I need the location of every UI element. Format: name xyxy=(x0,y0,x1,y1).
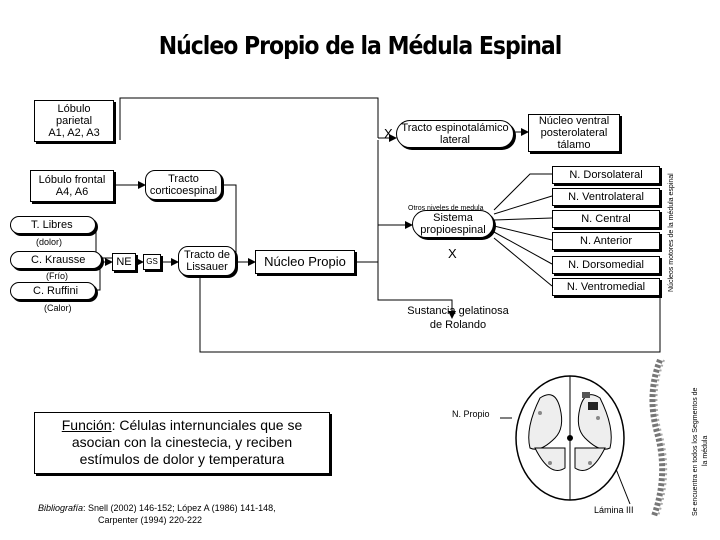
x-mark-center: X xyxy=(448,246,457,261)
lobulo-frontal-line1: Lóbulo frontal xyxy=(38,174,106,186)
tracto-corticoespinal-box: Tracto corticoespinal xyxy=(145,170,222,200)
tracto-espinotalamico-line2: lateral xyxy=(440,134,470,146)
sistema-propioespinal-line2: propioespinal xyxy=(420,224,486,236)
tracto-espinotalamico-box: Tracto espinotalámico lateral xyxy=(396,120,514,148)
right-vertical-label: Núcleos motores de la médula espinal xyxy=(668,173,675,292)
lamina-label: Lámina III xyxy=(594,505,634,515)
c-krausse-box: C. Krausse xyxy=(10,251,102,269)
side-note-line1: Se encuentra en todos los Segmentos de xyxy=(692,387,699,516)
c-krausse-label: C. Krausse xyxy=(31,254,86,266)
side-note-line2: la médula xyxy=(702,435,709,466)
spinal-cord-section-figure xyxy=(515,375,625,501)
nucleus-label-3: N. Central xyxy=(581,213,631,225)
tracto-espinotalamico-line1: Tracto espinotalámico xyxy=(401,122,509,134)
c-ruffini-label: C. Ruffini xyxy=(33,285,79,297)
nucleus-label-1: N. Dorsolateral xyxy=(569,169,643,181)
nucleus-box-2: N. Ventrolateral xyxy=(552,188,660,206)
sustancia-gelatinosa-line2: de Rolando xyxy=(429,319,487,331)
nucleo-ventral-line1: Núcleo ventral xyxy=(538,115,610,127)
gs-box: GS xyxy=(143,254,161,270)
funcion-label: Función xyxy=(61,417,112,433)
tracto-lissauer-box: Tracto de Lissauer xyxy=(178,246,236,276)
sistema-propioespinal-line1: Sistema xyxy=(433,212,473,224)
nucleus-label-6: N. Ventromedial xyxy=(566,281,646,293)
bibliografia-line2: Carpenter (1994) 220-222 xyxy=(98,515,203,525)
nucleus-label-5: N. Dorsomedial xyxy=(568,259,644,271)
t-libres-box: T. Libres xyxy=(10,216,96,234)
nucleo-propio-label: Núcleo Propio xyxy=(264,254,346,269)
bibliografia-label: Bibliografía xyxy=(38,503,84,513)
otros-niveles-label: Otros niveles de medula xyxy=(408,205,484,212)
t-libres-label: T. Libres xyxy=(31,219,73,231)
nucleo-ventral-line3: tálamo xyxy=(557,139,591,151)
lobulo-parietal-box: Lóbulo parietal A1, A2, A3 xyxy=(34,100,114,142)
nucleus-box-5: N. Dorsomedial xyxy=(552,256,660,274)
sistema-propioespinal-box: Sistema propioespinal xyxy=(412,210,494,238)
nucleus-box-3: N. Central xyxy=(552,210,660,228)
bibliografia: Bibliografía: Snell (2002) 146-152; Lópe… xyxy=(38,502,276,526)
nucleus-box-4: N. Anterior xyxy=(552,232,660,250)
lobulo-parietal-line2: parietal xyxy=(55,115,93,127)
spinal-column-figure xyxy=(649,358,668,517)
lobulo-frontal-line2: A4, A6 xyxy=(55,186,89,198)
bibliografia-line1: : Snell (2002) 146-152; López A (1986) 1… xyxy=(83,503,276,513)
tracto-corticoespinal-line1: Tracto xyxy=(168,173,199,185)
nucleo-ventral-line2: posterolateral xyxy=(540,127,608,139)
calor-label: (Calor) xyxy=(44,303,72,313)
nucleus-label-2: N. Ventrolateral xyxy=(568,191,644,203)
nucleus-box-1: N. Dorsolateral xyxy=(552,166,660,184)
tracto-lissauer-line1: Tracto de xyxy=(183,249,231,261)
sustancia-gelatinosa-label: Sustancia gelatinosa de Rolando xyxy=(404,304,512,332)
lobulo-parietal-line1: Lóbulo xyxy=(57,103,91,115)
tracto-lissauer-line2: Lissauer xyxy=(186,261,228,273)
x-mark-top: X xyxy=(384,126,393,141)
lobulo-frontal-box: Lóbulo frontal A4, A6 xyxy=(30,170,114,202)
funcion-text-first: : Células internunciales que se xyxy=(111,417,303,433)
tracto-corticoespinal-line2: corticoespinal xyxy=(149,185,218,197)
funcion-text-line3: estímulos de dolor y temperatura xyxy=(79,451,285,467)
dolor-label: (dolor) xyxy=(36,237,63,247)
funcion-text-line2: asocian con la cinestecia, y reciben xyxy=(71,434,293,450)
frio-label: (Frío) xyxy=(46,271,68,281)
lobulo-parietal-line3: A1, A2, A3 xyxy=(48,127,100,139)
gs-label: GS xyxy=(146,257,158,266)
funcion-box: Función: Células internunciales que se a… xyxy=(34,412,330,474)
nucleus-box-6: N. Ventromedial xyxy=(552,278,660,296)
page-title: Núcleo Propio de la Médula Espinal xyxy=(158,32,563,61)
nucleus-label-4: N. Anterior xyxy=(580,235,632,247)
sustancia-gelatinosa-line1: Sustancia gelatinosa xyxy=(407,305,509,317)
nucleo-ventral-box: Núcleo ventral posterolateral tálamo xyxy=(528,114,620,152)
nucleo-propio-box: Núcleo Propio xyxy=(255,250,355,274)
c-ruffini-box: C. Ruffini xyxy=(10,282,96,300)
n-propio-label: N. Propio xyxy=(452,409,490,419)
ne-box: NE xyxy=(112,253,136,271)
ne-label: NE xyxy=(116,256,132,268)
